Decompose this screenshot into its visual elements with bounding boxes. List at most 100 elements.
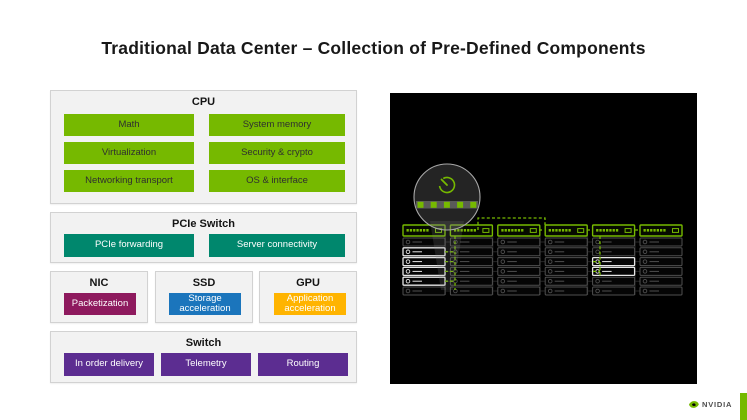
switch-port (561, 229, 565, 232)
rack (449, 224, 494, 296)
pcie-item-server-connectivity[interactable]: Server connectivity (209, 234, 345, 257)
server (639, 286, 683, 296)
switch-uplink-port (577, 228, 585, 233)
switch-port (609, 229, 612, 232)
switch-port (599, 229, 602, 232)
server-chassis (544, 276, 588, 286)
gpu-item-application-acceleration[interactable]: Application acceleration (274, 293, 346, 315)
server-chassis (592, 286, 636, 296)
switch-port (548, 229, 551, 232)
server-led (547, 269, 553, 274)
server-chassis (639, 266, 683, 276)
switch-port (612, 229, 615, 232)
switch-uplink-port (624, 228, 632, 233)
server-chassis (639, 257, 683, 267)
cpu-item-security-crypto[interactable]: Security & crypto (209, 142, 345, 164)
switch-port (568, 229, 571, 232)
magnified-port (417, 201, 424, 208)
switch-port (413, 229, 416, 232)
server (497, 266, 541, 276)
gpu-panel: GPU Application acceleration (259, 271, 357, 323)
switch-port (615, 229, 619, 232)
nic-item-packetization[interactable]: Packetization (64, 293, 136, 315)
magnified-port (430, 201, 437, 208)
server-chassis (402, 286, 446, 296)
server (639, 266, 683, 276)
nic-panel-header: NIC (89, 277, 109, 289)
rack (639, 224, 683, 296)
switch-port (517, 229, 521, 232)
server-chassis (497, 257, 541, 267)
switch-port (656, 229, 659, 232)
cpu-item-virtualization[interactable]: Virtualization (64, 142, 194, 164)
server-led (405, 269, 411, 274)
server-led (547, 278, 553, 284)
server-led (547, 288, 553, 294)
switch-port (558, 229, 561, 232)
switch-item-in-order-delivery[interactable]: In order delivery (64, 353, 154, 376)
switch-port (463, 229, 467, 232)
server (449, 266, 493, 276)
switch-uplink-port (529, 228, 537, 233)
cpu-item-math[interactable]: Math (64, 114, 194, 136)
server (544, 266, 588, 276)
cpu-item-os-interface[interactable]: OS & interface (209, 170, 345, 192)
switch-port (514, 229, 517, 232)
server-chassis (449, 237, 493, 247)
cpu-item-system-memory[interactable]: System memory (209, 114, 345, 136)
switch-port (419, 229, 422, 232)
server-highlighted (402, 266, 446, 277)
server (544, 237, 588, 247)
server-chassis (497, 276, 541, 286)
switch-item-telemetry[interactable]: Telemetry (161, 353, 251, 376)
accent-bar (740, 393, 747, 420)
server-chassis (639, 276, 683, 286)
switch-port (507, 229, 511, 232)
switch-port (501, 229, 504, 232)
ssd-item-storage-acceleration[interactable]: Storage acceleration (169, 293, 241, 315)
pcie-item-forwarding[interactable]: PCIe forwarding (64, 234, 194, 257)
switch-port (511, 229, 514, 232)
gpu-panel-header: GPU (296, 277, 320, 289)
server-led (642, 259, 648, 264)
server-chassis (497, 247, 541, 257)
cpu-item-networking-transport[interactable]: Networking transport (64, 170, 194, 192)
server-chassis (497, 286, 541, 296)
server-led (405, 278, 411, 284)
switch-port (416, 229, 419, 232)
server-chassis (497, 237, 541, 247)
switch-port (423, 229, 426, 232)
magnified-port (443, 201, 450, 208)
cpu-panel-header: CPU (191, 96, 216, 108)
switch-port (555, 229, 558, 232)
server-chassis (402, 237, 446, 247)
switch-item-routing[interactable]: Routing (258, 353, 348, 376)
server-highlighted (591, 266, 636, 277)
server (544, 276, 588, 286)
server (592, 247, 636, 257)
server-chassis (544, 247, 588, 257)
server-chassis (497, 266, 541, 276)
server-highlighted (591, 256, 636, 267)
route-dashed-line (477, 217, 546, 230)
switch-port (596, 229, 599, 232)
server-led (500, 259, 506, 264)
nvidia-logo: NVIDIA (688, 398, 732, 410)
server-led (405, 239, 411, 245)
server-led (595, 278, 600, 284)
server (639, 276, 683, 286)
gauge-ring (438, 176, 456, 194)
switch-port (470, 229, 473, 232)
switch-uplink-port (482, 228, 490, 233)
switch-port (650, 229, 653, 232)
server-chassis (544, 266, 588, 276)
switch-port (453, 229, 457, 232)
switch-port (460, 229, 463, 232)
magnifier-lens (413, 163, 481, 231)
server (592, 276, 636, 286)
server (639, 237, 683, 247)
switch-port (504, 229, 507, 232)
switch-port (646, 229, 650, 232)
server (497, 276, 541, 286)
pcie-panel-header: PCIe Switch (172, 218, 235, 230)
